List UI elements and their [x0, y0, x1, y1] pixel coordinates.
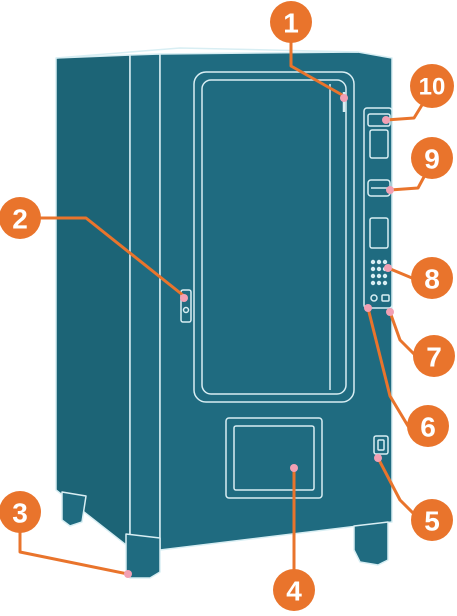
callout-number: 10 — [419, 74, 446, 101]
keypad-key — [382, 280, 388, 286]
marker-dot-4 — [290, 464, 298, 472]
callout-circle — [411, 499, 453, 541]
callout-number: 1 — [283, 8, 299, 39]
vending-machine — [55, 47, 393, 579]
callout-badge-2: 2 — [0, 197, 41, 239]
keypad-key — [370, 280, 376, 286]
marker-dot-8 — [384, 264, 392, 272]
callout-badge-6: 6 — [407, 405, 449, 447]
callout-badge-7: 7 — [413, 335, 455, 377]
front-left-leg — [125, 533, 161, 579]
callout-badge-3: 3 — [0, 491, 41, 533]
coin-return-button — [370, 294, 378, 302]
callout-number: 3 — [12, 498, 28, 529]
callout-badge-8: 8 — [411, 257, 453, 299]
callout-number: 6 — [420, 412, 436, 443]
glass-window-inner — [201, 79, 347, 395]
leader-line-7 — [388, 310, 416, 356]
callout-circle — [0, 197, 41, 239]
keypad-key — [370, 266, 376, 272]
callout-badge-1: 1 — [270, 1, 312, 43]
marker-dot-5 — [374, 454, 382, 462]
marker-dot-10 — [382, 116, 390, 124]
leader-line-2 — [38, 216, 186, 298]
callout-circle — [407, 405, 449, 447]
selection-keypad — [370, 259, 388, 286]
marker-dot-1 — [340, 94, 348, 102]
callout-number: 7 — [426, 342, 442, 373]
keypad-key — [370, 273, 376, 279]
callout-circle — [270, 1, 312, 43]
coin-slot — [381, 294, 390, 302]
callout-badge-10: 10 — [410, 64, 454, 108]
callout-number: 4 — [286, 576, 302, 607]
machine-top-edge — [55, 47, 359, 59]
keypad-key — [376, 259, 382, 265]
marker-dot-9 — [386, 186, 394, 194]
callout-circle — [411, 257, 453, 299]
back-left-leg — [61, 491, 87, 527]
callout-circle — [0, 491, 41, 533]
callout-badge-9: 9 — [411, 137, 453, 179]
card-reader-screen — [369, 129, 389, 159]
keypad-key — [370, 259, 376, 265]
marker-dot-6 — [364, 304, 372, 312]
machine-side-panel — [55, 54, 131, 549]
callout-badge-4: 4 — [273, 569, 315, 611]
keypad-key — [376, 273, 382, 279]
callout-number: 2 — [12, 204, 28, 235]
callout-badge-5: 5 — [411, 499, 453, 541]
marker-dot-3 — [124, 570, 132, 578]
leader-line-8 — [386, 266, 414, 280]
keypad-key — [382, 259, 388, 265]
callout-number: 5 — [424, 506, 440, 537]
door-lock-keyhole — [182, 306, 190, 314]
keypad-key — [376, 266, 382, 272]
callout-markers — [124, 94, 394, 578]
callout-number: 8 — [424, 264, 440, 295]
callout-circle — [413, 335, 455, 377]
callout-circle — [411, 137, 453, 179]
keypad-key — [376, 280, 382, 286]
lower-key-lock-inner — [377, 439, 385, 451]
marker-dot-2 — [180, 294, 188, 302]
delivery-bin — [233, 425, 315, 491]
callout-number: 9 — [424, 144, 440, 175]
front-right-leg — [353, 521, 389, 566]
selection-display — [369, 217, 389, 249]
callout-circle — [273, 569, 315, 611]
keypad-key — [382, 273, 388, 279]
callout-circle — [410, 64, 454, 108]
leader-line-6 — [366, 306, 410, 428]
marker-dot-7 — [386, 308, 394, 316]
machine-side-trim — [129, 53, 161, 551]
